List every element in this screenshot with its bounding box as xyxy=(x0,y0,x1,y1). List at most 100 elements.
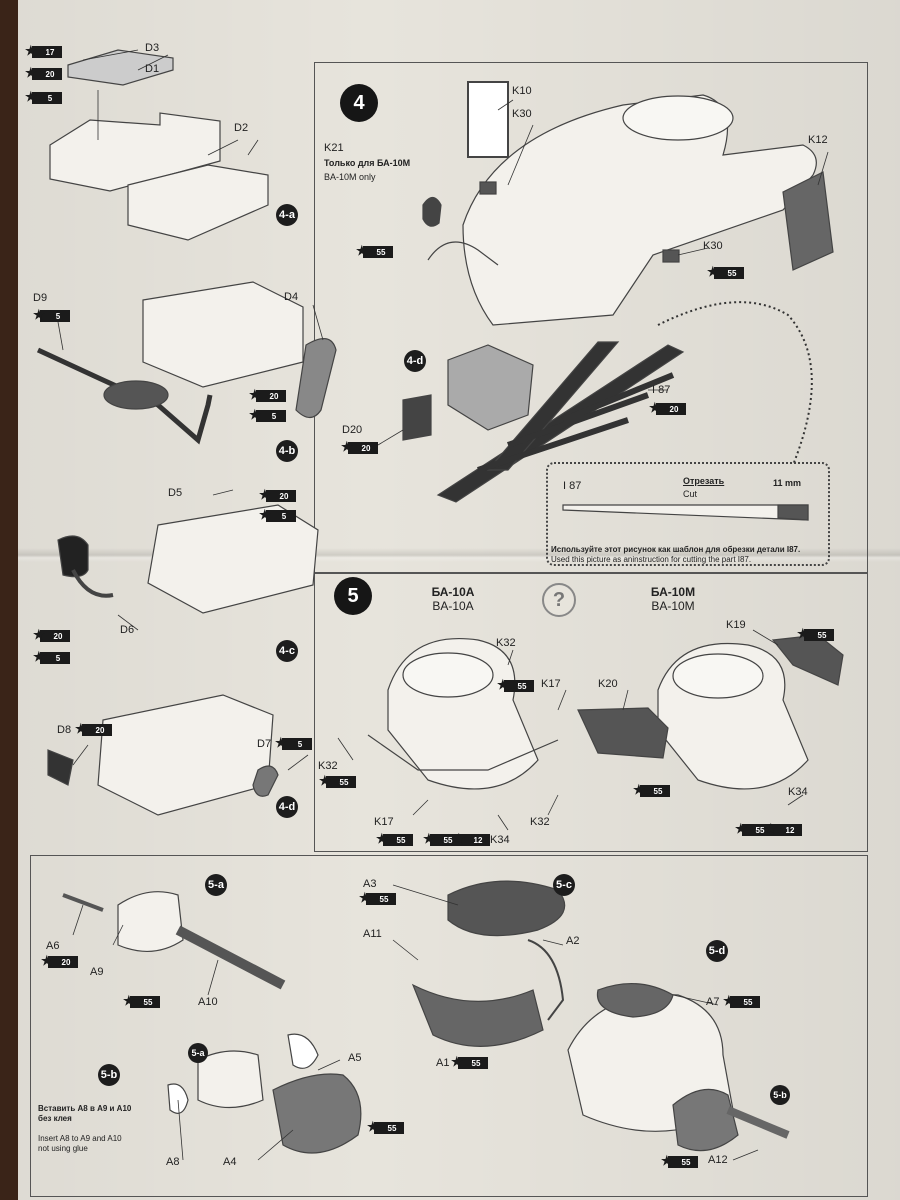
part-label-k21: K21 xyxy=(324,142,344,154)
paint-tag-a3: 55 xyxy=(359,890,396,906)
part-label-k10: K10 xyxy=(512,85,532,97)
part-label-k30-top: K30 xyxy=(512,108,532,120)
part-label-k34-right: K34 xyxy=(788,786,808,798)
part-d2-block xyxy=(127,164,269,241)
paint-tag-d4-5: 5 xyxy=(249,407,286,423)
part-label-d3: D3 xyxy=(145,42,160,54)
part-label-a5: A5 xyxy=(348,1052,362,1064)
paint-tag-d6-5: 5 xyxy=(33,649,70,665)
template-note-en: Used this picture as aninstruction for c… xyxy=(551,555,752,564)
part-label-a7: A7 xyxy=(706,996,720,1008)
paint-tag-k17: 55 xyxy=(376,831,413,847)
paint-tag-k30: 55 xyxy=(707,264,744,280)
model-header-ba10m: БА-10М BA-10M xyxy=(638,585,708,613)
badge-4-c: 4-c xyxy=(276,640,298,662)
part-label-a2: A2 xyxy=(566,935,580,947)
part-label-a9: A9 xyxy=(90,966,104,978)
badge-5-b: 5-b xyxy=(98,1064,120,1086)
paint-tag-d20: 20 xyxy=(341,439,378,455)
part-label-a1: A1 xyxy=(436,1057,450,1069)
part-label-k12: K12 xyxy=(808,134,828,146)
paint-tag-k20: 55 xyxy=(633,782,670,798)
part-label-a11: A11 xyxy=(363,928,382,940)
paint-tag-17: 17 xyxy=(25,43,62,59)
badge-5-a: 5-a xyxy=(205,874,227,896)
part-label-d6: D6 xyxy=(120,624,135,636)
badge-4-d-bottom: 4-d xyxy=(276,796,298,818)
paint-tag-a12: 55 xyxy=(661,1153,698,1169)
part-label-k20: K20 xyxy=(598,678,618,690)
paint-tag-k21: 55 xyxy=(356,243,393,259)
model-header-ba10a: БА-10А BA-10A xyxy=(418,585,488,613)
badge-4-d-top: 4-d xyxy=(404,350,426,372)
part-label-d8: D8 xyxy=(57,724,72,736)
part-label-d7: D7 xyxy=(257,738,272,750)
paint-tag-k34-55: 55 xyxy=(423,831,460,847)
paint-tag-a1: 55 xyxy=(451,1054,488,1070)
part-label-k19: K19 xyxy=(726,619,746,631)
model-ba10m-ru: БА-10М xyxy=(650,585,696,599)
assembly-drawings xyxy=(36,49,844,1161)
part-label-a6: A6 xyxy=(46,940,60,952)
badge-4-b: 4-b xyxy=(276,440,298,462)
step-5-frame xyxy=(314,572,868,852)
model-ba10a-en: BA-10A xyxy=(432,599,474,613)
paint-tag-k19: 55 xyxy=(797,626,834,642)
part-label-a8: A8 xyxy=(166,1156,180,1168)
glue-note-en-2: not using glue xyxy=(38,1144,88,1153)
part-label-a3: A3 xyxy=(363,878,377,890)
paint-tag-d5-20: 20 xyxy=(259,487,296,503)
part-label-k17-top: K17 xyxy=(541,678,561,690)
part-label-d1: D1 xyxy=(145,63,160,75)
part-label-k30-bottom: K30 xyxy=(703,240,723,252)
paint-tag-k32-left: 55 xyxy=(319,773,356,789)
step-4-frame xyxy=(314,62,868,574)
part-label-a12: A12 xyxy=(708,1154,728,1166)
part-label-k32-left: K32 xyxy=(318,760,338,772)
paint-tag-d4-20: 20 xyxy=(249,387,286,403)
part-label-k34: K34 xyxy=(490,834,510,846)
step-5-number: 5 xyxy=(334,577,372,615)
question-icon: ? xyxy=(542,583,576,617)
part-label-d9: D9 xyxy=(33,292,48,304)
template-note-ru: Используйте этот рисунок как шаблон для … xyxy=(551,545,801,554)
paint-tag-d5-5: 5 xyxy=(259,507,296,523)
part-label-k17-bottom: K17 xyxy=(374,816,394,828)
badge-4-a: 4-a xyxy=(276,204,298,226)
part-label-d20: D20 xyxy=(342,424,363,436)
paint-tag-d8: 20 xyxy=(75,721,112,737)
badge-5-a-small: 5-a xyxy=(188,1043,208,1063)
paint-tag-a7: 55 xyxy=(723,993,760,1009)
cut-template-box xyxy=(546,462,830,566)
badge-5-c: 5-c xyxy=(553,874,575,896)
instruction-sheet: 4 5 4-a 4-b 4-c 4-d 4-d 5-a 5-b 5-c 5-d … xyxy=(18,0,900,1200)
paint-tag-a6: 20 xyxy=(41,953,78,969)
badge-5-b-small: 5-b xyxy=(770,1085,790,1105)
part-label-i87-template: I 87 xyxy=(563,480,582,492)
part-label-k32-bottom: K32 xyxy=(530,816,550,828)
part-label-d5: D5 xyxy=(168,487,183,499)
model-ba10m-en: BA-10M xyxy=(651,599,695,613)
paint-tag-20: 20 xyxy=(25,65,62,81)
paint-tag-k32-top: 55 xyxy=(497,677,534,693)
model-ba10a-ru: БА-10А xyxy=(431,585,475,599)
part-label-d2: D2 xyxy=(234,122,249,134)
paint-tag-d7: 5 xyxy=(275,735,312,751)
paint-tag-a4: 55 xyxy=(367,1119,404,1135)
paint-tag-k34-right-12: 12 xyxy=(765,821,802,837)
paint-tag-k34: 12 xyxy=(453,831,490,847)
cut-note-en: Cut xyxy=(683,489,698,499)
step-4-number: 4 xyxy=(340,84,378,122)
paint-tag-d9: 5 xyxy=(33,307,70,323)
paint-tag-i87: 20 xyxy=(649,400,686,416)
paint-tag-a9: 55 xyxy=(123,993,160,1009)
cut-note-ru: Отрезать xyxy=(683,476,725,486)
cut-length: 11 mm xyxy=(773,478,802,488)
paint-tag-d6-20: 20 xyxy=(33,627,70,643)
part-label-a4: A4 xyxy=(223,1156,237,1168)
part-label-i87: I 87 xyxy=(652,384,671,396)
badge-5-d: 5-d xyxy=(706,940,728,962)
part-label-d4: D4 xyxy=(284,291,299,303)
k21-note-en: BA-10M only xyxy=(324,172,376,182)
glue-note-ru-2: без клея xyxy=(38,1114,72,1123)
